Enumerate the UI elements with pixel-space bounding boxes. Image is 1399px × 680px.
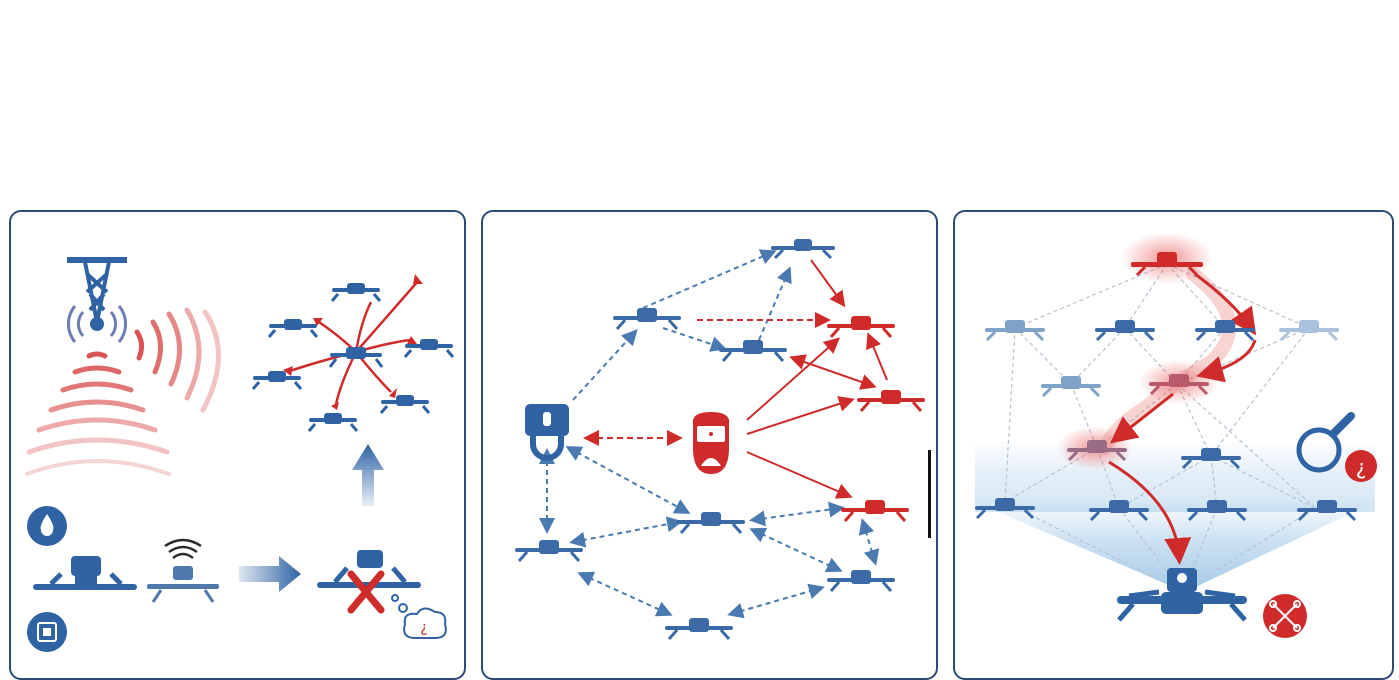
scattering-swarm	[251, 274, 455, 432]
drone-wifi	[147, 566, 219, 603]
hierarchical-cascade-diagram: ¿	[975, 232, 1377, 638]
panel-divider	[928, 450, 931, 538]
arrow-right-icon	[239, 556, 301, 592]
chip-icon	[27, 612, 67, 652]
thought-cloud-icon: ¿	[391, 594, 447, 639]
x-badge-icon	[1263, 594, 1307, 638]
wifi-icon	[164, 538, 202, 560]
signal-jamming-diagram: ¿	[25, 257, 455, 652]
water-drop-icon	[27, 506, 67, 546]
network-links	[539, 249, 888, 619]
compromised-swarm-network-panel	[481, 210, 938, 680]
blue-drones	[515, 239, 895, 640]
magnifier-icon	[1296, 412, 1355, 473]
commander-drone	[1117, 568, 1247, 622]
lock-icon	[525, 404, 569, 461]
svg-text:¿: ¿	[420, 620, 427, 636]
arrow-up-icon	[352, 444, 384, 506]
signal-jamming-panel: ¿	[9, 210, 466, 680]
cascade-path	[1108, 272, 1257, 565]
cell-tower-icon	[67, 257, 127, 331]
alert-icon: ¿	[1345, 450, 1377, 482]
compromised-network-diagram	[515, 239, 925, 640]
drone-large-left	[33, 556, 137, 590]
signal-waves-icon	[67, 305, 127, 343]
swarm-drones	[975, 320, 1357, 522]
jamming-waves	[25, 307, 221, 476]
svg-text:¿: ¿	[1356, 455, 1367, 479]
x-mark-icon	[347, 570, 385, 614]
hierarchical-cascade-panel: ¿	[953, 210, 1394, 680]
drone-disabled	[317, 550, 421, 588]
compromised-chain	[1067, 252, 1209, 462]
hacker-icon	[692, 412, 730, 474]
compromised-drones	[827, 316, 925, 522]
